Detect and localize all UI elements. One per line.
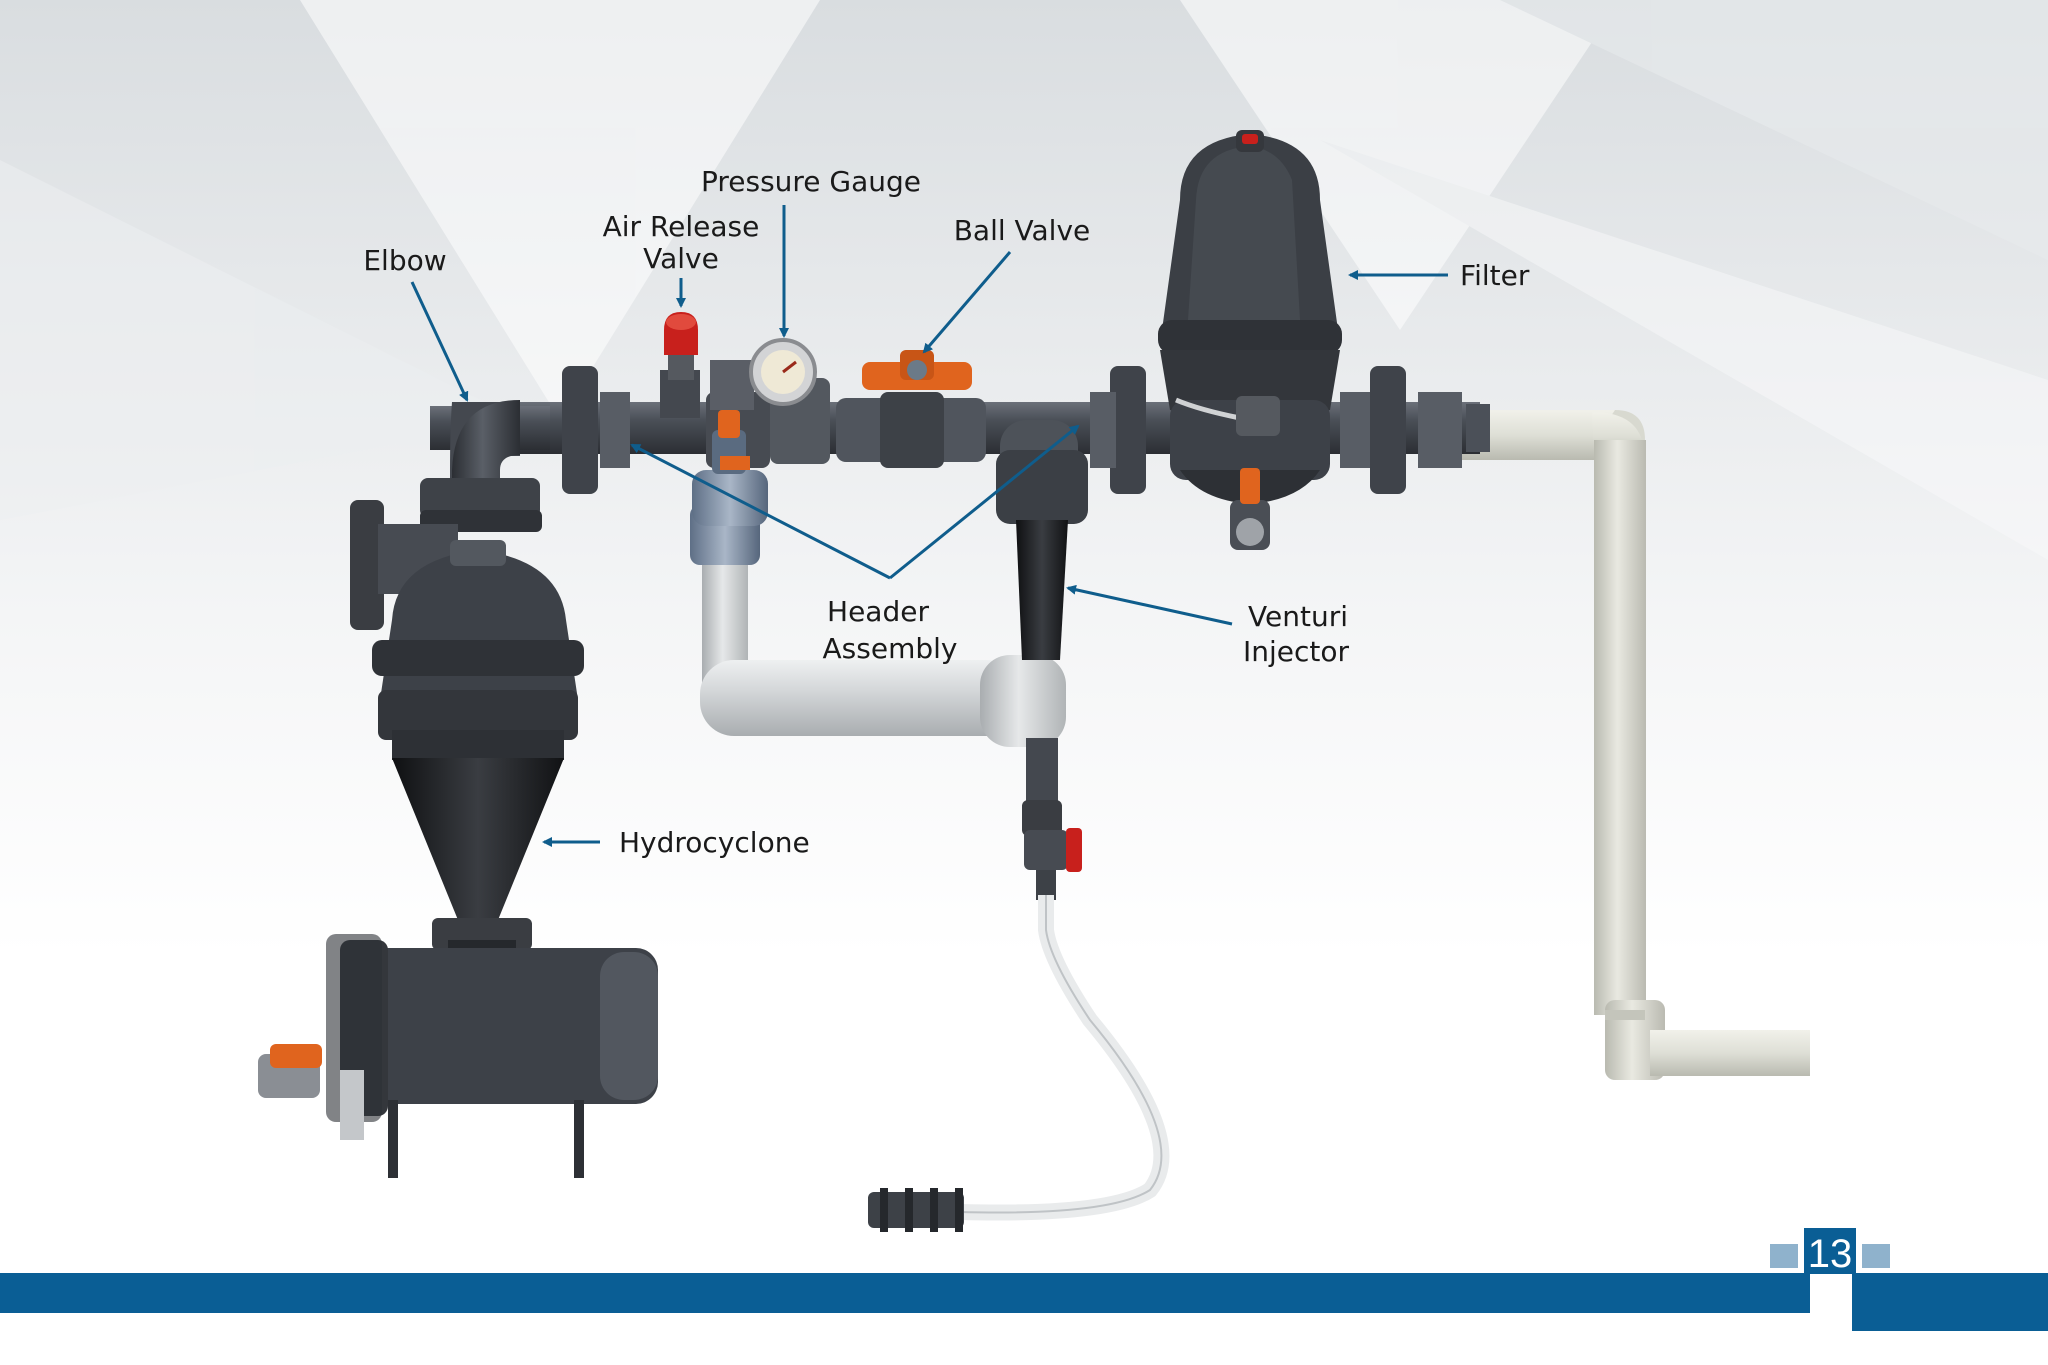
- header-arrow-left: [630, 443, 891, 580]
- footer-bar: [0, 1228, 2048, 1331]
- label-elbow: Elbow: [363, 244, 446, 277]
- elbow: [420, 400, 542, 532]
- pressure-gauge: [710, 338, 817, 410]
- background-light-rays: [0, 0, 2048, 560]
- bypass-loop-pipe: [690, 505, 1066, 747]
- air-release-valve: [660, 312, 700, 418]
- label-air-release-line2: Valve: [643, 242, 719, 275]
- header-arrow-right: [889, 424, 1080, 580]
- ball-valve-arrow: [922, 251, 1012, 354]
- label-air-release-line1: Air Release: [603, 210, 760, 243]
- label-venturi-line1: Venturi: [1248, 600, 1348, 633]
- label-header-line1: Header: [827, 595, 929, 628]
- elbow-arrow: [410, 281, 469, 402]
- callout-arrows: [410, 205, 1448, 847]
- suction-hose: [868, 895, 1170, 1232]
- label-filter: Filter: [1460, 259, 1530, 292]
- label-pressure-gauge: Pressure Gauge: [701, 165, 921, 198]
- label-venturi-line2: Injector: [1243, 635, 1350, 668]
- venturi-arrow: [1066, 584, 1233, 626]
- disc-filter: [1158, 130, 1342, 550]
- venturi-injector: [996, 420, 1088, 900]
- outlet-pipe: [1450, 410, 1810, 1080]
- label-header-line2: Assembly: [823, 632, 958, 665]
- underflow-chamber: [258, 934, 658, 1178]
- ball-valve-assembly: [836, 350, 986, 468]
- page-number-box: [1804, 1228, 1856, 1274]
- header-flanges: [562, 366, 1490, 494]
- label-hydrocyclone: Hydrocyclone: [619, 826, 810, 859]
- label-ball-valve: Ball Valve: [954, 214, 1091, 247]
- bypass-ball-valve: [692, 410, 768, 526]
- hydrocyclone: [350, 500, 584, 970]
- page-number: 13: [1808, 1232, 1853, 1276]
